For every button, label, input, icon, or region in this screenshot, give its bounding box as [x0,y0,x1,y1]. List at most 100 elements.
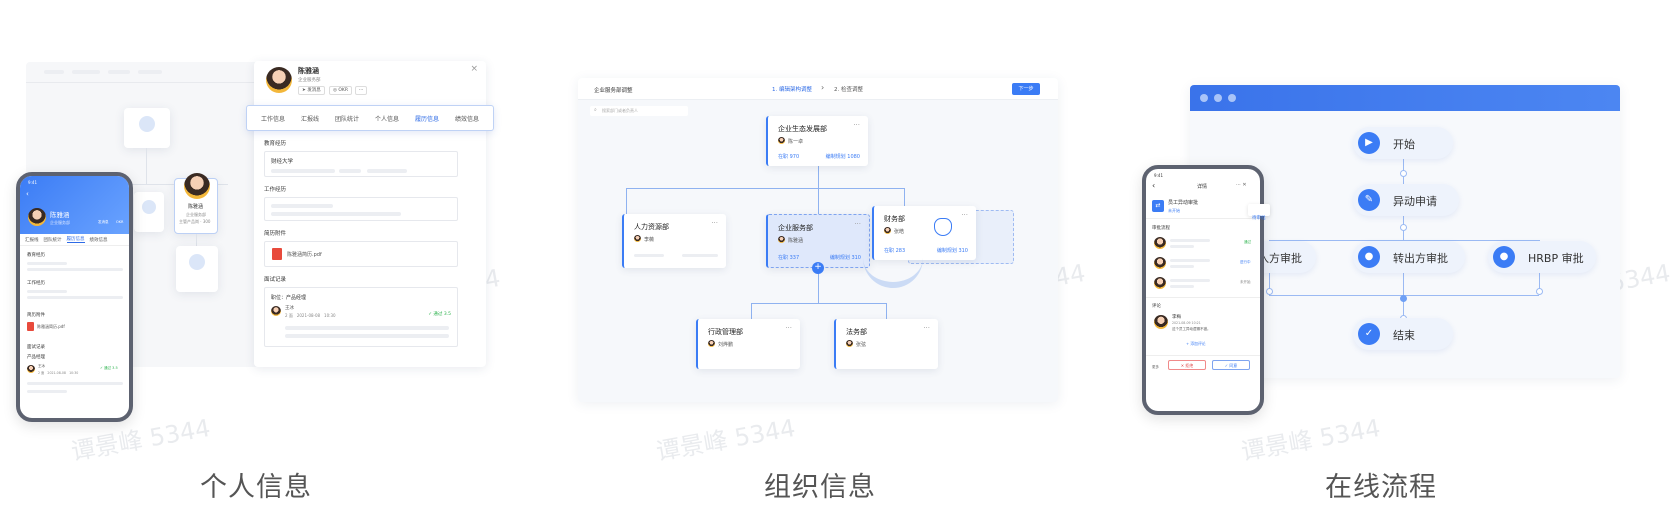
caption-personal-info: 个人信息 [200,472,312,503]
avatar [28,208,46,226]
flow-node-start[interactable]: ▶ 开始 [1353,127,1453,159]
avatar [778,137,785,144]
avatar [1154,257,1166,269]
reject-button[interactable]: ✕ 拒绝 [1168,360,1206,370]
phone-tab[interactable]: 汇报线 [25,237,39,243]
avatar [1154,315,1168,329]
back-icon[interactable]: ‹ [26,190,29,198]
play-icon: ▶ [1358,132,1380,154]
avatar [884,227,891,234]
phone-title: 详情 [1197,184,1208,190]
more-icon[interactable]: ··· [961,211,968,219]
tab-work-info[interactable]: 工作信息 [260,115,285,123]
send-message-button[interactable]: ➤ 发消息 [298,86,325,95]
back-icon[interactable]: ‹ [1152,181,1156,190]
tab-report-line[interactable]: 汇报线 [300,115,319,123]
phone-chat-action[interactable]: 发消息 [98,220,109,224]
profile-name: 陈雅涵 [298,67,319,75]
check-icon: ✓ [1358,323,1380,345]
personal-info-panel: 陈雅涵 企业服务部 主管产品岗 · 300 陈雅涵 企业服务部 ➤ 发消息 ◎ … [16,55,500,425]
step-arrow-icon: › [821,83,825,92]
phone-resume-file[interactable]: 陈雅涵简历.pdf [37,324,65,329]
mobile-profile-phone: 9:41 ‹ 陈雅涵 企业服务部 发消息 OKR 汇报线 团队统计 履历信息 绩… [16,172,133,422]
tab-performance-info[interactable]: 绩效信息 [454,115,479,123]
more-icon[interactable]: ··· [853,121,860,129]
avatar [184,173,210,199]
org-node-top[interactable]: 企业生态发展部 ··· 陈一卓 在职 970 编制规划 1080 [766,116,868,166]
edit-document-icon: ✎ [1358,189,1380,211]
org-edit-title: 企业服务部调整 [594,88,633,94]
phone-okr-action[interactable]: OKR [116,220,124,224]
more-icon[interactable]: ··· [711,219,718,227]
org-node[interactable] [134,192,164,232]
phone-tab-active[interactable]: 履历信息 [66,237,85,243]
phone-tab[interactable]: 绩效信息 [89,237,108,243]
window-dot[interactable] [1214,94,1222,102]
avatar [266,67,292,93]
avatar [27,365,35,373]
org-node-enterprise-service[interactable]: 企业服务部 ··· 陈雅涵 在职 337 编制规划 310 [766,214,870,268]
next-step-button[interactable]: 下一步 [1012,83,1040,95]
okr-button[interactable]: ◎ OKR [329,86,352,95]
org-node[interactable] [176,246,218,292]
window-dot[interactable] [1200,94,1208,102]
request-icon: ⇄ [1152,200,1164,212]
phone-more-label[interactable]: 更多 [1152,365,1159,369]
flow-node-apply[interactable]: ✎ 异动申请 [1353,184,1459,216]
avatar [271,306,281,316]
avatar [634,235,641,242]
caption-org-info: 组织信息 [764,472,876,503]
avatar [846,340,853,347]
phone-tab[interactable]: 团队统计 [43,237,62,243]
org-node-legal[interactable]: 法务部 ··· 张弦 [834,319,938,369]
add-node-button[interactable]: + [812,262,824,274]
step-2: 2. 检查调整 [834,87,863,93]
pdf-icon [272,248,282,260]
phone-more-close[interactable]: ··· ✕ [1236,182,1247,188]
search-input[interactable]: ⌕ 搜索部门或者负责人 [590,106,688,116]
close-icon[interactable]: × [470,64,478,74]
tab-resume-info[interactable]: 履历信息 [414,115,439,123]
watermark: 谭景峰 5344 [654,413,798,466]
tab-personal-info[interactable]: 个人信息 [374,115,399,123]
avatar [778,236,785,243]
more-icon[interactable]: ··· [923,324,930,332]
search-icon: ⌕ [594,107,597,113]
avatar [1154,277,1166,289]
pdf-icon [27,322,34,331]
user-icon: ● [1493,246,1515,268]
org-node-admin[interactable]: 行政管理部 ··· 刘烨鹏 [696,319,800,369]
flow-node-end[interactable]: ✓ 结束 [1353,318,1453,350]
org-node[interactable] [124,108,170,148]
tab-team-stats[interactable]: 团队统计 [334,115,359,123]
approve-button[interactable]: ✓ 同意 [1212,360,1250,370]
caption-online-flow: 在线流程 [1325,472,1437,503]
flow-node-hrbp-approval[interactable]: ● HRBP 审批 [1488,241,1596,273]
drag-arc [863,258,923,288]
profile-dept: 企业服务部 [298,78,321,83]
watermark: 谭景峰 5344 [1239,413,1383,466]
add-comment-link[interactable]: + 添加评论 [1186,341,1206,346]
section-resume: 简历附件 [264,231,287,237]
avatar [708,340,715,347]
org-node-finance[interactable]: 财务部 ··· 张皓 在职 283 编制规划 310 [872,206,976,260]
drag-hand-icon [934,218,952,236]
avatar [1154,237,1166,249]
mobile-approval-phone: 9:41 ‹ 详情 ··· ✕ ⇄ 员工异动审批 未开始 审批流程 通过 进行中… [1142,165,1264,415]
org-info-panel: 企业服务部调整 1. 编辑架构调整 › 2. 检查调整 下一步 ⌕ 搜索部门或者… [578,78,1058,402]
window-dot[interactable] [1228,94,1236,102]
flow-node-outbound-approval[interactable]: ● 转出方审批 [1353,241,1465,273]
step-1: 1. 编辑架构调整 [772,87,812,93]
org-node-hr[interactable]: 人力资源部 ··· 李薇 [622,214,726,268]
more-button[interactable]: ··· [355,86,368,95]
window-titlebar [1190,85,1620,111]
section-education: 教育经历 [264,141,287,147]
user-icon: ● [1358,246,1380,268]
resume-file-link[interactable]: 陈雅涵简历.pdf [287,252,322,258]
section-work: 工作经历 [264,187,287,193]
more-icon[interactable]: ··· [785,324,792,332]
profile-tabs: 工作信息 汇报线 团队统计 个人信息 履历信息 绩效信息 [246,105,494,131]
org-node-selected[interactable]: 陈雅涵 企业服务部 主管产品岗 · 300 [174,173,218,234]
more-icon[interactable]: ··· [854,220,861,228]
section-interview: 面试记录 [264,277,287,283]
